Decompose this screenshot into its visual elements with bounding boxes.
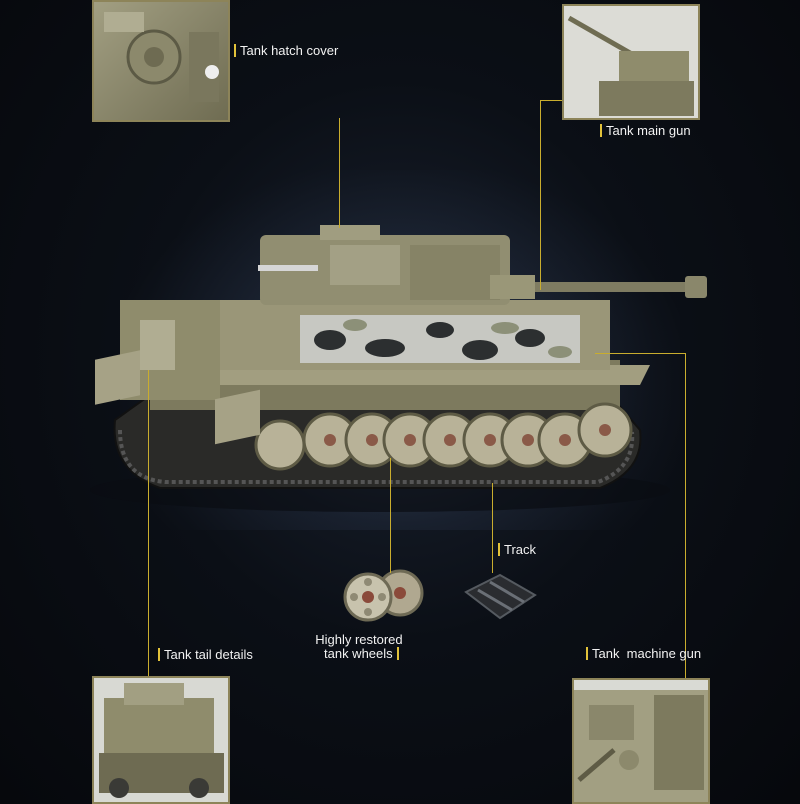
tail-leader-line — [148, 370, 149, 676]
hatch-leader-line — [339, 118, 340, 228]
tail-details-label: Tank tail details — [154, 648, 253, 662]
track-leader-line — [492, 483, 493, 573]
main-gun-leader-h — [540, 100, 562, 101]
main-gun-inset — [562, 4, 700, 120]
main-gun-leader-v — [540, 100, 541, 290]
wheels-label-line1: Highly restored — [315, 632, 403, 647]
hatch-cover-inset — [92, 0, 230, 122]
machine-gun-leader-v — [685, 353, 686, 678]
label-accent-bar — [586, 647, 588, 660]
track-label: Track — [494, 543, 536, 557]
wheels-label: Highly restored tank wheels — [302, 632, 403, 661]
machine-gun-inset — [572, 678, 710, 804]
machine-gun-label: Tank machine gun — [582, 647, 701, 661]
label-accent-bar — [396, 647, 399, 660]
wheels-leader-line — [390, 458, 391, 573]
tail-details-image — [94, 678, 228, 802]
main-gun-label: Tank main gun — [596, 124, 691, 138]
main-gun-image — [564, 6, 698, 118]
hatch-cover-label: Tank hatch cover — [230, 44, 338, 58]
tail-details-inset — [92, 676, 230, 804]
machine-gun-leader-h — [595, 353, 685, 354]
label-accent-bar — [234, 44, 236, 57]
wheels-label-line2: tank wheels — [302, 647, 403, 661]
label-accent-bar — [600, 124, 602, 137]
machine-gun-image — [574, 680, 708, 802]
label-accent-bar — [158, 648, 160, 661]
label-accent-bar — [498, 543, 500, 556]
hatch-cover-image — [104, 12, 219, 102]
